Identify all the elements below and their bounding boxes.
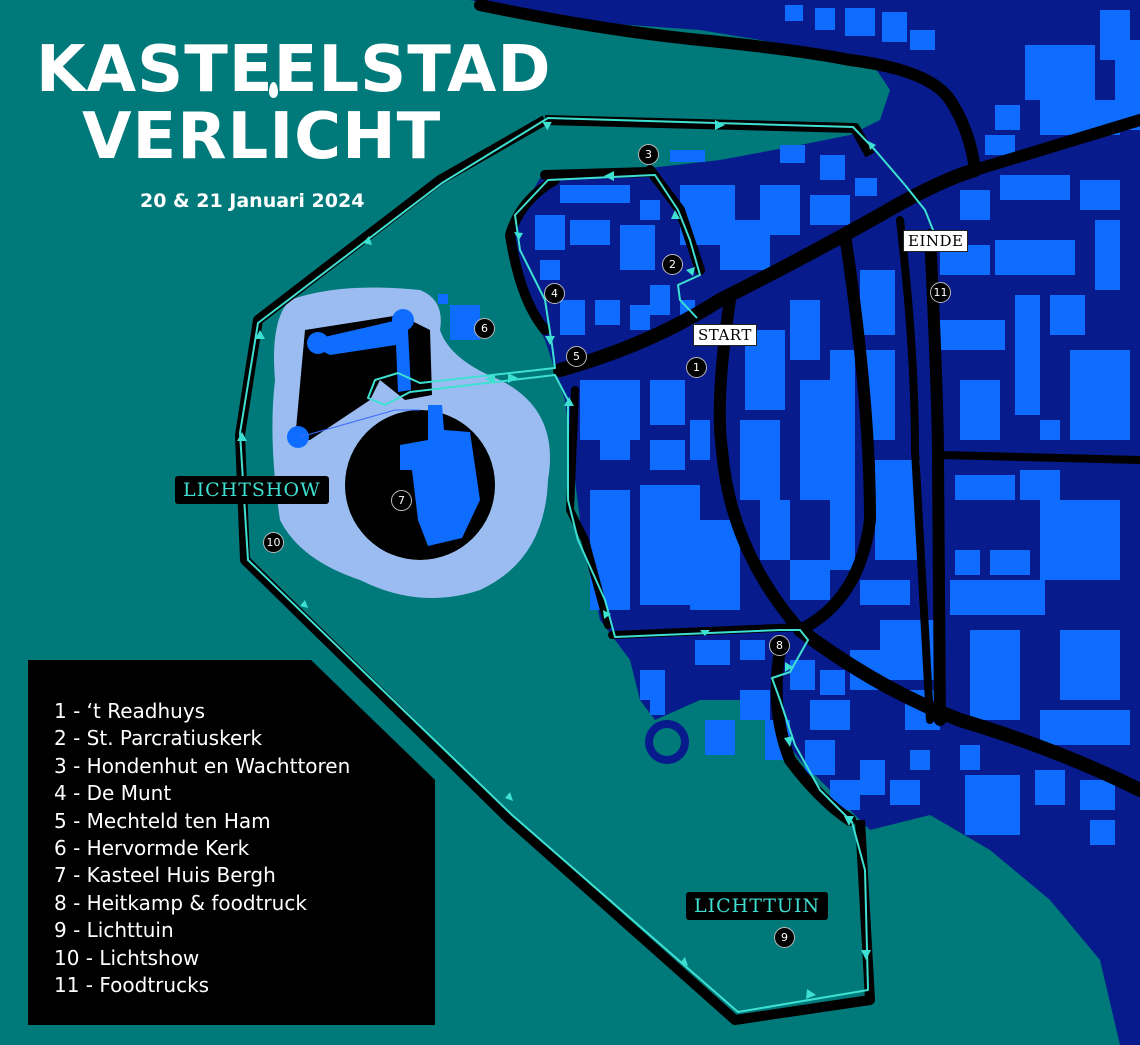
marker-5: 5	[566, 346, 587, 367]
marker-9: 9	[774, 927, 795, 948]
start-label: START	[693, 324, 757, 346]
route-arrows	[237, 120, 876, 999]
marker-7: 7	[391, 490, 412, 511]
walking-route	[239, 117, 936, 1013]
marker-2: 2	[662, 254, 683, 275]
legend-item: 11 - Foodtrucks	[54, 973, 210, 998]
title-line-2: VERLICHT	[82, 100, 442, 174]
marker-8: 8	[769, 635, 790, 656]
legend-item: 4 - De Munt	[54, 781, 172, 806]
marker-4: 4	[544, 283, 565, 304]
legend-item: 10 - Lichtshow	[54, 945, 200, 970]
lichtshow-label: LICHTSHOW	[175, 476, 329, 504]
einde-label: EINDE	[903, 230, 969, 252]
buildings	[438, 5, 1140, 845]
legend-list: 1 - ‘t Readhuys 2 - St. Parcratiuskerk 3…	[54, 698, 350, 999]
event-date: 20 & 21 Januari 2024	[140, 190, 365, 212]
legend-panel: 1 - ‘t Readhuys 2 - St. Parcratiuskerk 3…	[28, 660, 435, 1025]
legend-item: 8 - Heitkamp & foodtruck	[54, 890, 307, 915]
legend-item: 3 - Hondenhut en Wachttoren	[54, 753, 351, 778]
lichttuin-label: LICHTTUIN	[686, 892, 829, 920]
castle-building	[400, 405, 480, 546]
legend-item: 7 - Kasteel Huis Bergh	[54, 863, 276, 888]
legend-item: 1 - ‘t Readhuys	[54, 699, 206, 723]
marker-6: 6	[474, 318, 495, 339]
candle-flame-icon	[269, 82, 278, 98]
castle-walls	[310, 320, 411, 392]
marker-1: 1	[686, 357, 707, 378]
roads	[474, 0, 1140, 826]
legend-item: 2 - St. Parcratiuskerk	[54, 726, 263, 751]
marker-11: 11	[930, 282, 951, 303]
legend-item: 6 - Hervormde Kerk	[54, 836, 250, 861]
marker-10: 10	[263, 532, 284, 553]
title-line-1: KASTEELSTAD	[36, 33, 552, 107]
legend-item: 5 - Mechteld ten Ham	[54, 808, 271, 833]
marker-3: 3	[638, 144, 659, 165]
legend-item: 9 - Lichttuin	[54, 918, 174, 943]
